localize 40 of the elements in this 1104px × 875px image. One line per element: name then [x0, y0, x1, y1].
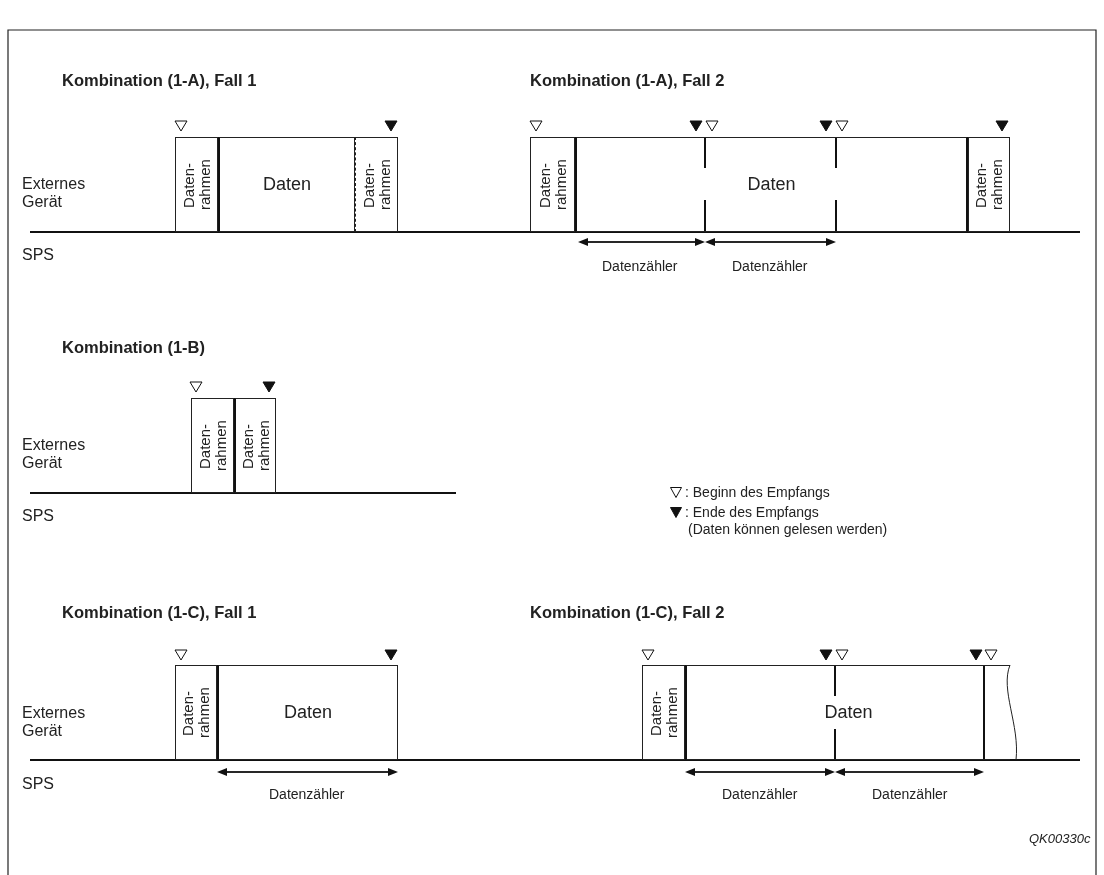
- section-heading: Kombination (1-C), Fall 1: [62, 603, 257, 622]
- block-label: Daten- rahmen: [536, 158, 569, 212]
- section-heading: Kombination (1-C), Fall 2: [530, 603, 725, 622]
- signal-label: SPS: [22, 775, 54, 794]
- device-label: Externes Gerät: [22, 175, 87, 212]
- dimension-label: Datenzähler: [872, 786, 948, 803]
- frame-block: [355, 137, 398, 232]
- data-block: [575, 137, 968, 232]
- frame-block: [175, 665, 217, 760]
- frame-block: [642, 665, 685, 760]
- legend-text: : Beginn des Empfangs: [685, 484, 830, 501]
- dimension-label: Datenzähler: [732, 258, 808, 275]
- data-block: [218, 137, 355, 232]
- legend-text: : Ende des Empfangs: [685, 504, 819, 521]
- dimension-label: Datenzähler: [722, 786, 798, 803]
- section-heading: Kombination (1-B): [62, 338, 205, 357]
- frame-block: [234, 398, 276, 493]
- data-block: [217, 665, 398, 760]
- block-label: Daten- rahmen: [647, 686, 680, 740]
- block-label: Daten- rahmen: [973, 158, 1005, 212]
- figure-code: QK00330c: [1029, 832, 1091, 847]
- block-label: Daten- rahmen: [239, 419, 272, 473]
- frame-block: [968, 137, 1010, 232]
- block-label: Daten- rahmen: [180, 686, 212, 740]
- dimension-label: Datenzähler: [269, 786, 345, 803]
- device-label: Externes Gerät: [22, 704, 87, 741]
- block-label: Daten- rahmen: [360, 158, 393, 212]
- frame-block: [530, 137, 575, 232]
- signal-label: SPS: [22, 246, 54, 265]
- frame-block: [175, 137, 218, 232]
- dimension-label: Datenzähler: [602, 258, 678, 275]
- block-label: Daten- rahmen: [180, 158, 213, 212]
- device-label: Externes Gerät: [22, 436, 87, 473]
- section-heading: Kombination (1-A), Fall 2: [530, 71, 725, 90]
- data-block: [685, 665, 1010, 760]
- block-label: Daten- rahmen: [196, 419, 229, 473]
- legend-text: (Daten können gelesen werden): [688, 521, 888, 538]
- signal-label: SPS: [22, 507, 54, 526]
- section-heading: Kombination (1-A), Fall 1: [62, 71, 257, 90]
- frame-block: [191, 398, 234, 493]
